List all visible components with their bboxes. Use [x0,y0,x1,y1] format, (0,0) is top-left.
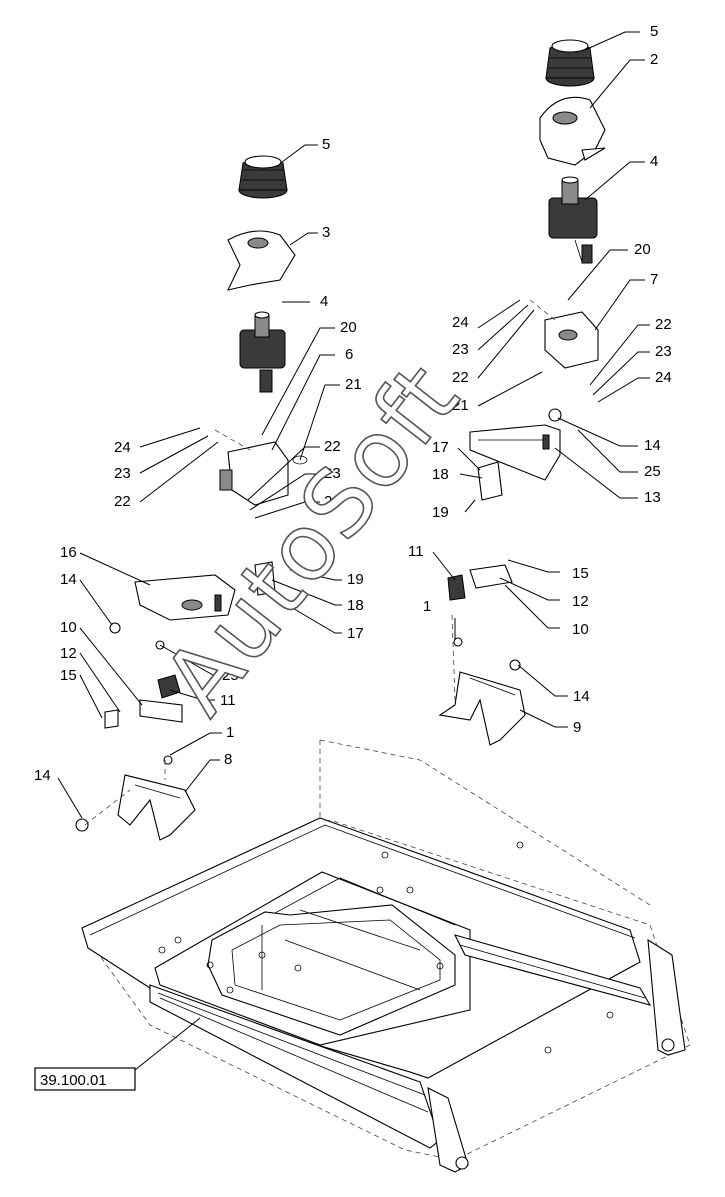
callout-4-left: 4 [320,293,328,310]
callout-14-r1: 14 [644,437,661,454]
callout-24-r1: 24 [452,314,469,331]
callout-17-left: 17 [347,625,364,642]
callout-13: 13 [644,489,661,506]
callout-20-right: 20 [634,241,651,258]
callout-22-r1: 22 [452,369,469,386]
callout-23-r2: 23 [655,343,672,360]
reference-box: 39.100.01 [34,1067,136,1091]
callout-12-left: 12 [60,645,77,662]
left-bracket [219,441,308,506]
callout-17-right: 17 [432,439,449,456]
left-joystick-unit [239,311,286,393]
callout-14-l2: 14 [34,767,51,784]
callout-20-left: 20 [340,319,357,336]
callout-21-right: 21 [452,397,469,414]
left-bellows-boot [238,155,288,199]
callout-22-l1: 22 [114,493,131,510]
callout-14-r2: 14 [573,688,590,705]
callout-1-right: 1 [423,598,431,615]
left-support-bracket [134,574,236,621]
callout-2: 2 [650,51,658,68]
callout-19-left: 19 [347,571,364,588]
callout-14-l1: 14 [60,571,77,588]
callout-24-l2: 24 [324,493,341,510]
callout-labels: 5 2 4 5 3 20 7 24 23 22 22 23 24 21 4 20… [34,23,672,784]
right-small-plates [447,408,562,647]
callout-24-r2: 24 [655,369,672,386]
callout-9: 9 [573,719,581,736]
callout-10-right: 10 [572,621,589,638]
callout-11-left: 11 [220,692,236,709]
callout-18-left: 18 [347,597,364,614]
leader-lines [57,31,650,1071]
callout-23-l2: 23 [324,465,341,482]
callout-5-right: 5 [650,23,658,40]
callout-12-right: 12 [572,593,589,610]
watermark: AutoSoft [143,344,480,734]
callout-24-l1: 24 [114,439,131,456]
callout-15-left: 15 [60,667,77,684]
right-bracket [544,311,599,369]
callout-23-r1: 23 [452,341,469,358]
right-bellows-boot [545,39,595,87]
callout-21-left: 21 [345,376,362,393]
callout-19-right: 19 [432,504,449,521]
right-floor-bracket [438,659,526,746]
callout-16: 16 [60,544,77,561]
callout-7: 7 [650,271,658,288]
right-joystick-unit [548,176,598,264]
callout-15-right: 15 [572,565,589,582]
assembly-guide-lines [84,299,556,826]
left-small-plates [104,561,276,729]
callout-6: 6 [345,346,353,363]
left-floor-bracket [75,755,196,841]
callout-25-left: 25 [222,667,239,684]
callout-10-left: 10 [60,619,77,636]
callout-5-left: 5 [322,136,330,153]
callout-22-l2: 22 [324,438,341,455]
callout-18-right: 18 [432,466,449,483]
callout-4-right: 4 [650,153,658,170]
callout-8: 8 [224,751,232,768]
floor-frame [81,739,691,1173]
callout-1-left: 1 [226,724,234,741]
callout-25-right: 25 [644,463,661,480]
callout-22-r2: 22 [655,316,672,333]
callout-23-l1: 23 [114,465,131,482]
callout-11-right: 11 [408,543,424,560]
left-console-cover [227,230,296,291]
reference-label: 39.100.01 [40,1072,107,1089]
right-support-bracket [469,424,561,481]
callout-3: 3 [322,224,330,241]
right-console-cover [539,96,606,166]
